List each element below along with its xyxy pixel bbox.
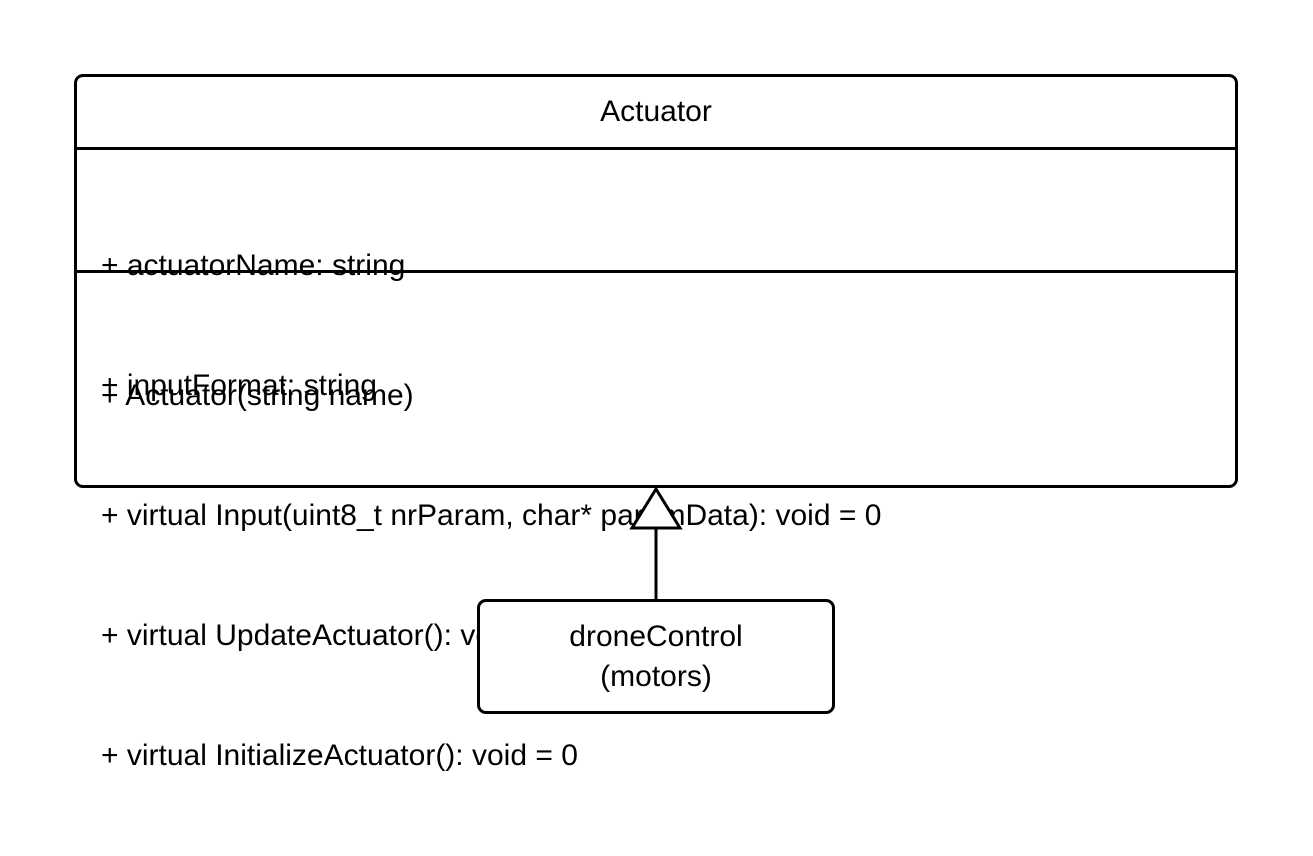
actuator-class-box: Actuator + actuatorName: string + inputF… <box>74 74 1238 772</box>
drone-control-class-name: droneControl <box>569 619 743 653</box>
actuator-class-name: Actuator <box>600 95 712 128</box>
attributes-operations-divider <box>77 270 1235 273</box>
drone-control-class-stereotype: (motors) <box>600 659 712 693</box>
inheritance-arrowhead <box>629 486 683 530</box>
inheritance-connector <box>629 486 683 599</box>
operation-initialize-actuator: + virtual InitializeActuator(): void = 0 <box>101 739 578 772</box>
operation-input: + virtual Input(uint8_t nrParam, char* p… <box>101 499 882 532</box>
operations-compartment: + Actuator(string name) + virtual Input(… <box>101 296 1215 856</box>
attributes-compartment: + actuatorName: string + inputFormat: st… <box>101 166 1215 486</box>
attribute-actuator-name: + actuatorName: string <box>101 249 406 282</box>
attribute-input-format: + inputFormat: string <box>101 369 377 402</box>
operation-constructor: + Actuator(string name) <box>101 379 414 412</box>
name-attributes-divider <box>77 147 1235 150</box>
drone-control-class-box: droneControl (motors) <box>477 599 835 714</box>
